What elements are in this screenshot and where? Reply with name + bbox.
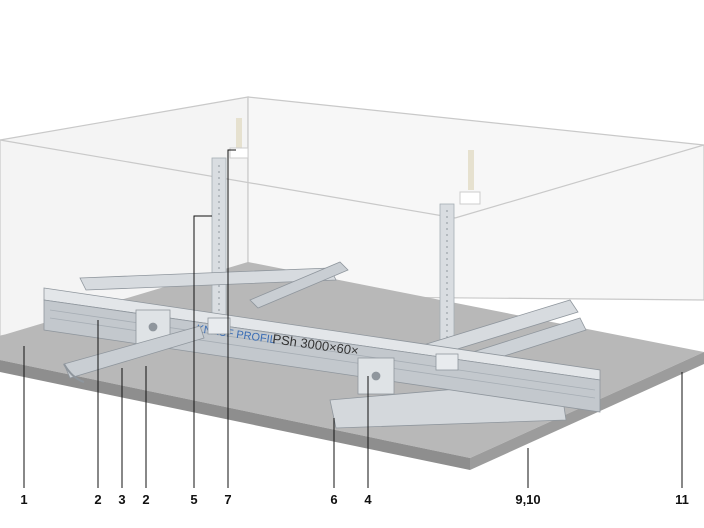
- leader-lines: [23, 149, 683, 488]
- callout-2-left: 2: [94, 492, 102, 507]
- main-profile-face: [43, 299, 601, 413]
- anchor-cap-left: [229, 147, 249, 159]
- cross-profiles: [79, 261, 587, 429]
- callout-11: 11: [675, 492, 689, 507]
- hanger-clip-right: [435, 353, 459, 371]
- board-front-edge: [0, 360, 470, 470]
- connector-right-hole: [371, 371, 381, 381]
- callout-7: 7: [224, 492, 232, 507]
- connectors: [135, 309, 459, 395]
- callout-4: 4: [364, 492, 372, 507]
- anchor-bolt-right: [468, 150, 474, 190]
- hanger-left: [211, 118, 249, 331]
- leader-5: [193, 215, 212, 488]
- bearing-profile-body: [63, 325, 205, 379]
- cross-profile-back-left: [79, 267, 337, 291]
- board-side-edge: [470, 352, 704, 470]
- anchor-cap-right: [459, 191, 481, 205]
- callout-2-right: 2: [142, 492, 150, 507]
- callout-5: 5: [190, 492, 198, 507]
- callout-1: 1: [20, 492, 28, 507]
- anchor-bolt-left: [236, 118, 242, 150]
- callout-6: 6: [330, 492, 338, 507]
- ceiling-edge-right: [454, 144, 704, 219]
- cross-profile-back-mid: [249, 261, 349, 309]
- callout-3: 3: [118, 492, 126, 507]
- bearing-profile: [63, 325, 205, 383]
- connector-left-hole: [148, 322, 158, 332]
- hanger-clip-left: [207, 317, 231, 335]
- bearing-profile-curl: [63, 363, 85, 383]
- callout-9-10: 9,10: [515, 492, 541, 507]
- leader-7: [227, 149, 236, 488]
